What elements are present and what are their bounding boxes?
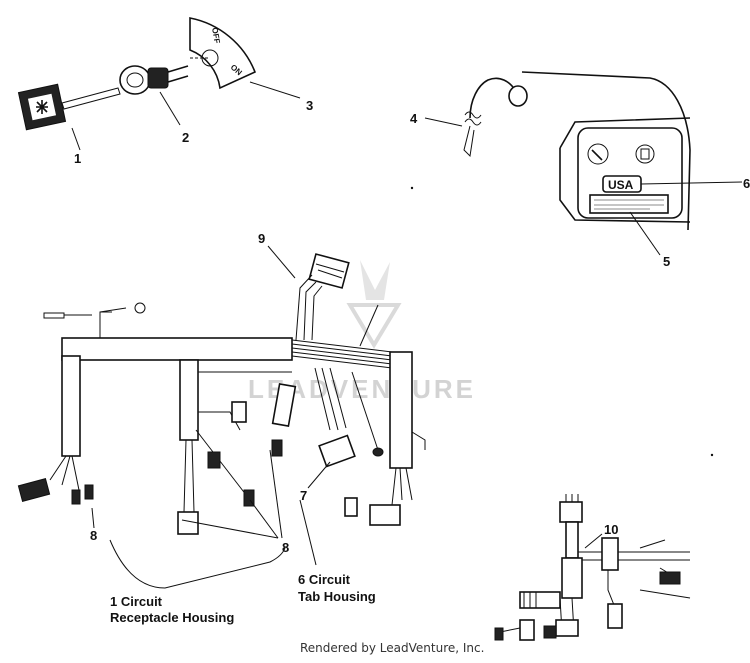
leadventure-watermark: LEADVENTURE [248, 260, 473, 404]
callout-3: 3 [306, 98, 313, 113]
ignition-switch-part [119, 65, 189, 126]
callout-8-right: 8 [282, 540, 289, 555]
tether-cord-part [424, 77, 528, 158]
callout-10: 10 [604, 522, 618, 537]
caption-1-circuit: 1 Circuit [110, 594, 163, 609]
callout-9: 9 [258, 231, 265, 246]
usa-decal: USA [608, 178, 634, 192]
main-harness-part [17, 302, 426, 535]
callout-6: 6 [743, 176, 750, 191]
switch-plate-part: OFF ON [189, 17, 301, 99]
key-part [17, 83, 121, 151]
caption-tab-housing: Tab Housing [298, 589, 376, 604]
main-connector-part [267, 245, 350, 341]
callout-8-left: 8 [90, 528, 97, 543]
caption-6-circuit: 6 Circuit [298, 572, 351, 587]
caption-receptacle-housing: Receptacle Housing [110, 610, 234, 625]
off-label: OFF [210, 27, 222, 44]
aux-harness-part [494, 494, 691, 641]
stray-mark [710, 453, 714, 457]
callout-5: 5 [663, 254, 670, 269]
callout-7: 7 [300, 488, 307, 503]
callout-4: 4 [410, 111, 418, 126]
callout-leaders [91, 449, 331, 589]
callout-1: 1 [74, 151, 81, 166]
stray-mark [410, 186, 414, 190]
footer-credit: Rendered by LeadVenture, Inc. [300, 641, 484, 655]
callout-2: 2 [182, 130, 189, 145]
dash-panel-part: USA [521, 71, 743, 256]
